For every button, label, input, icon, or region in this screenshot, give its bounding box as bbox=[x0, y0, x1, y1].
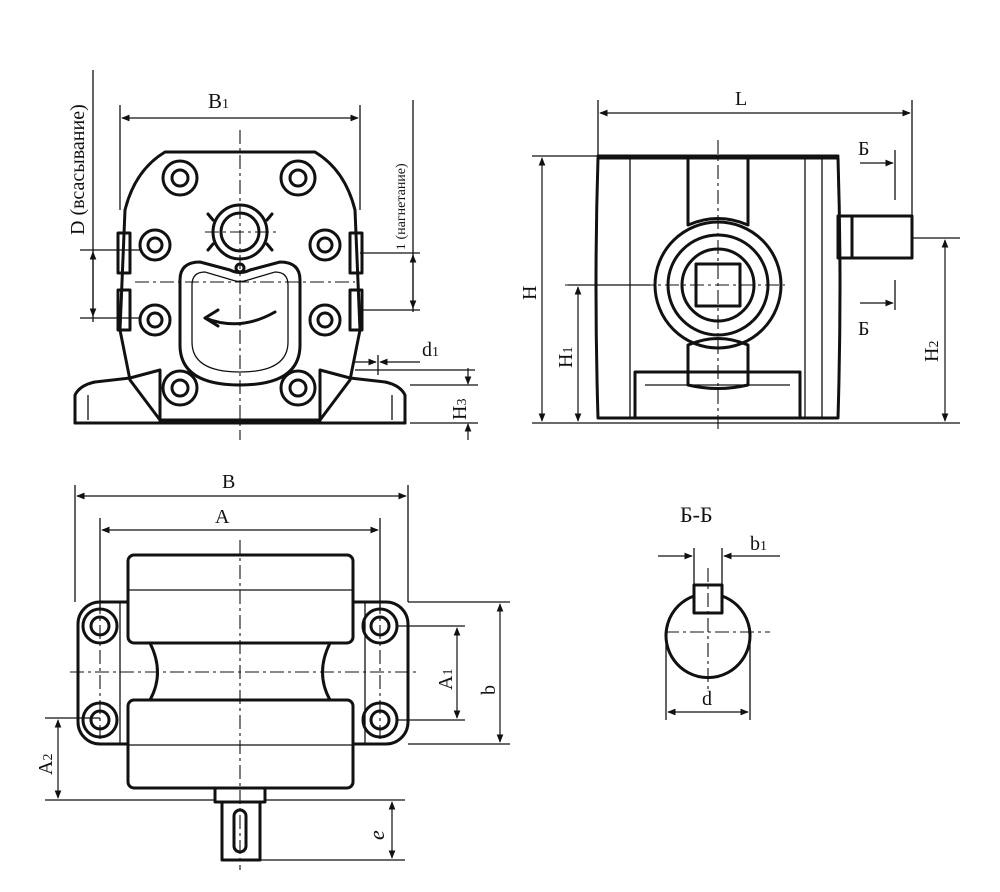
bolt-icon bbox=[138, 159, 342, 407]
section-mark-bottom: Б bbox=[858, 318, 869, 340]
dim-b1-section-label: b1 bbox=[750, 533, 767, 555]
dim-b1-label: B1 bbox=[208, 89, 229, 113]
dim-l-label: L bbox=[735, 88, 747, 110]
dim-d-section-label: d bbox=[702, 688, 712, 710]
front-view: B1 D (всасывание) 1(нагнетание) d1 H3 bbox=[67, 70, 478, 440]
dim-h2-label: H2 bbox=[921, 341, 943, 362]
plan-view: B A A1 b A2 e bbox=[35, 471, 510, 870]
dim-e-label: e bbox=[364, 830, 389, 840]
dim-h-label: H bbox=[519, 286, 541, 300]
dim-d1-small-label: d1 bbox=[422, 339, 439, 361]
dim-a-label: A bbox=[215, 506, 230, 528]
dim-b-small-label: b bbox=[478, 685, 500, 695]
dim-a1-label: A1 bbox=[435, 669, 457, 690]
dim-b-label: B bbox=[222, 471, 235, 493]
section-view: Б-Б b1 d bbox=[658, 502, 780, 720]
section-title: Б-Б bbox=[680, 502, 713, 527]
section-mark-top: Б bbox=[858, 138, 869, 160]
dim-h3-label: H3 bbox=[449, 399, 471, 420]
side-view: L H H1 H2 Б Б bbox=[519, 88, 960, 430]
dim-d1-label: 1(нагнетание) bbox=[393, 163, 409, 250]
dim-d-suction-label: D (всасывание) bbox=[67, 104, 89, 235]
dim-a2-label: A2 bbox=[35, 754, 57, 775]
dim-h1-label: H1 bbox=[555, 347, 577, 368]
